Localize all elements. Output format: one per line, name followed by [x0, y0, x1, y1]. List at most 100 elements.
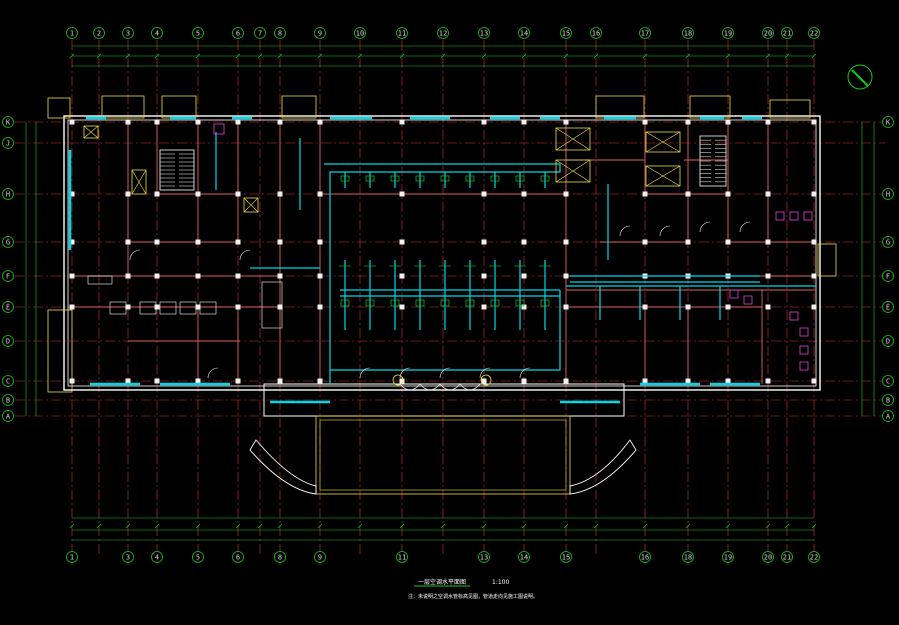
ac-pipes	[215, 132, 816, 384]
room-details	[83, 123, 813, 391]
axis-bubble-top	[274, 27, 286, 39]
structural-column	[235, 378, 241, 384]
dimension-tick	[440, 53, 446, 59]
dimension-tick	[399, 53, 405, 59]
dimension-tick	[563, 53, 569, 59]
axis-bubble-bottom	[66, 551, 78, 563]
dimension-tick	[125, 523, 131, 529]
axis-bubble-bottom-label: 22	[810, 553, 818, 561]
toilet-fixture	[743, 295, 753, 305]
axis-bubble-top-label: 7	[258, 29, 262, 37]
structural-column	[811, 191, 817, 197]
fan-coil-unit	[365, 299, 375, 307]
axis-bubble-top-label: 4	[155, 29, 159, 37]
structural-column	[811, 239, 817, 245]
structural-column	[765, 378, 771, 384]
drawing-title: 一层空调水平面图	[418, 578, 466, 586]
dimension-tick	[811, 523, 817, 529]
structural-column	[481, 239, 487, 245]
dimension-tick	[765, 53, 771, 59]
axis-bubble-top	[518, 27, 530, 39]
structural-column	[725, 191, 731, 197]
axis-bubble-top	[66, 27, 78, 39]
dimension-tick	[357, 53, 363, 59]
dimension-tick	[69, 53, 75, 59]
axis-bubble-left	[2, 137, 14, 149]
axis-bubble-top-label: 3	[126, 29, 130, 37]
fan-coil-unit	[515, 299, 525, 307]
canopy-curve-right	[569, 439, 637, 495]
north-arrow-icon	[847, 64, 873, 90]
axis-bubble-top	[808, 27, 820, 39]
structural-column	[481, 191, 487, 197]
structural-column	[277, 304, 283, 310]
structural-column	[125, 239, 131, 245]
axis-bubble-left-label: H	[6, 190, 10, 198]
window-bay	[101, 95, 145, 119]
dimension-tick	[69, 523, 75, 529]
structural-column	[277, 239, 283, 245]
structural-column	[154, 191, 160, 197]
structural-column	[765, 239, 771, 245]
fan-coil-unit	[465, 175, 475, 182]
structural-column	[154, 304, 160, 310]
equipment-box	[243, 197, 259, 213]
axis-bubble-right-label: B	[886, 396, 890, 404]
fan-coil-unit	[540, 175, 550, 182]
structural-column	[563, 304, 569, 310]
equipment-box-x	[645, 165, 681, 187]
door-swing	[739, 221, 751, 233]
axis-bubble-left	[2, 188, 14, 200]
dimension-tick	[521, 53, 527, 59]
door-swing	[239, 249, 251, 261]
fan-coil-unit	[340, 299, 350, 307]
structural-column	[481, 304, 487, 310]
axis-bubble-top	[254, 27, 266, 39]
structural-column	[399, 273, 405, 279]
structural-column	[811, 273, 817, 279]
axis-bubble-right-label: A	[886, 412, 891, 420]
desk	[109, 301, 127, 315]
axis-bubble-right-label: C	[886, 377, 890, 385]
door-swing	[659, 225, 671, 237]
desk	[139, 301, 157, 315]
axis-bubble-bottom-label: 14	[520, 553, 528, 561]
axis-bubble-top	[639, 27, 651, 39]
drawing-note: 注：未说明之空调水管标高见图，管道走向见施工图说明。	[408, 593, 538, 600]
structural-column	[765, 191, 771, 197]
structural-column	[642, 378, 648, 384]
dimension-tick	[235, 523, 241, 529]
axis-bubble-top	[478, 27, 490, 39]
structural-column	[685, 378, 691, 384]
structural-column	[235, 273, 241, 279]
dimension-tick	[399, 523, 405, 529]
bay-corner	[47, 97, 71, 119]
structural-column	[125, 273, 131, 279]
door-swing	[439, 367, 451, 379]
axis-bubble-left	[2, 410, 14, 422]
axis-bubble-top	[354, 27, 366, 39]
axis-bubble-bottom	[122, 551, 134, 563]
structural-column	[399, 191, 405, 197]
dimension-tick	[317, 523, 323, 529]
axis-bubble-bottom	[314, 551, 326, 563]
axis-bubble-bottom	[396, 551, 408, 563]
structural-column	[399, 119, 405, 125]
structural-column	[195, 119, 201, 125]
structural-column	[195, 304, 201, 310]
round-column	[392, 374, 404, 386]
toilet-fixture	[799, 327, 809, 337]
axis-bubble-top	[122, 27, 134, 39]
window-bay	[769, 99, 811, 119]
axis-bubble-top-label: 20	[764, 29, 772, 37]
fan-coil-unit	[540, 299, 550, 307]
axis-bubble-bottom-label: 20	[764, 553, 772, 561]
structural-column	[69, 239, 75, 245]
structural-column	[154, 119, 160, 125]
structural-column	[69, 304, 75, 310]
round-column	[480, 374, 492, 386]
structural-column	[69, 378, 75, 384]
axis-bubble-bottom	[808, 551, 820, 563]
axis-bubble-top	[93, 27, 105, 39]
